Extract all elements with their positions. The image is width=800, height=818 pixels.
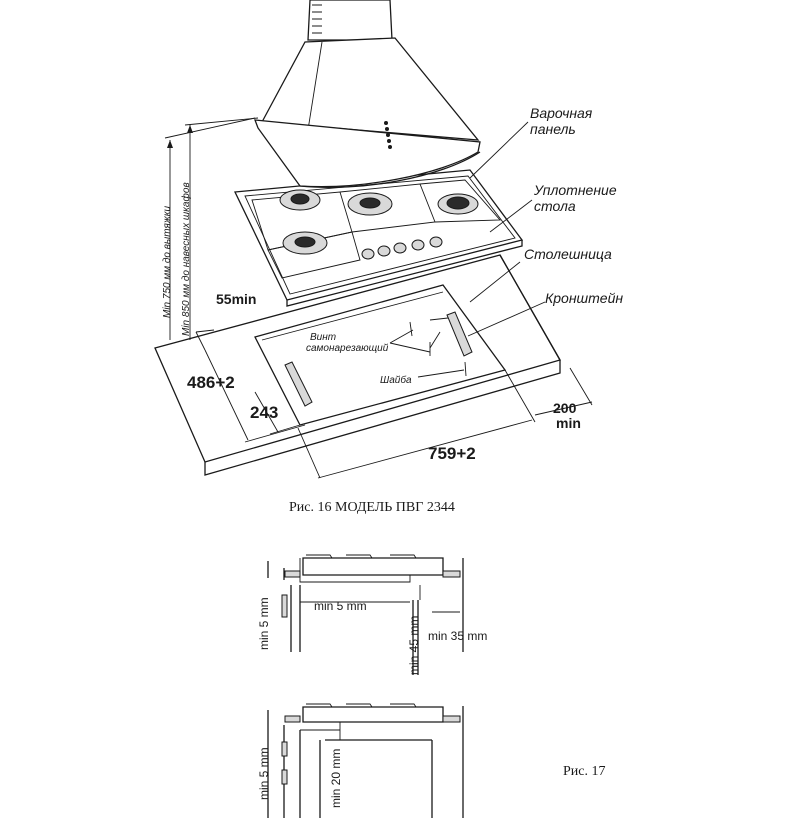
height-dimension-lines [164, 117, 259, 340]
section-view-top [267, 554, 464, 675]
section-view-bottom [267, 703, 464, 818]
countertop [154, 254, 561, 476]
washer-label: Шайба [380, 374, 412, 386]
dim-759: 759+2 [428, 444, 476, 463]
dim-55min: 55min [216, 291, 256, 307]
figure-17-caption: Рис. 17 [563, 764, 606, 779]
countertop-label: Столешница [524, 246, 612, 262]
top-left-min: min 5 mm [257, 597, 271, 650]
bracket-label: Кронштейн [545, 290, 623, 306]
hood-min-height-label: Min 750 мм до вытяжки [162, 206, 173, 318]
top-depth-min: min 45 mm [407, 616, 421, 675]
width-dimension-lines [297, 367, 593, 479]
top-gap-min: min 5 mm [314, 599, 367, 613]
dim-200: 200 [553, 400, 577, 416]
dim-486: 486+2 [187, 373, 235, 392]
brackets [284, 311, 473, 407]
range-hood [254, 0, 481, 189]
control-knobs [361, 236, 443, 260]
dim-200-min: min [556, 415, 581, 431]
hood-control-buttons [384, 121, 392, 149]
screw-label-line1: Винт [310, 332, 336, 343]
hood-and-hob-illustration [154, 0, 593, 479]
depth-dimension-lines [195, 329, 306, 443]
screw-label-line2: самонарезающий [306, 343, 389, 354]
hob-panel-label-line2: панель [530, 121, 576, 137]
bottom-left-min: min 5 mm [257, 747, 271, 800]
hob-panel-label-line1: Варочная [530, 105, 593, 121]
label-leader-lines [389, 121, 546, 378]
seal-label-line2: стола [534, 198, 576, 214]
hob-panel [234, 169, 524, 307]
bottom-depth-min: min 20 mm [329, 749, 343, 808]
top-wall-min: min 35 mm [428, 629, 487, 643]
cabinet-min-height-label: Min 850 мм до навесных шкафов [180, 182, 192, 336]
seal-label-line1: Уплотнение [533, 182, 617, 198]
figure-16-caption: Рис. 16 МОДЕЛЬ ПВГ 2344 [289, 500, 455, 515]
dim-243: 243 [250, 403, 278, 422]
